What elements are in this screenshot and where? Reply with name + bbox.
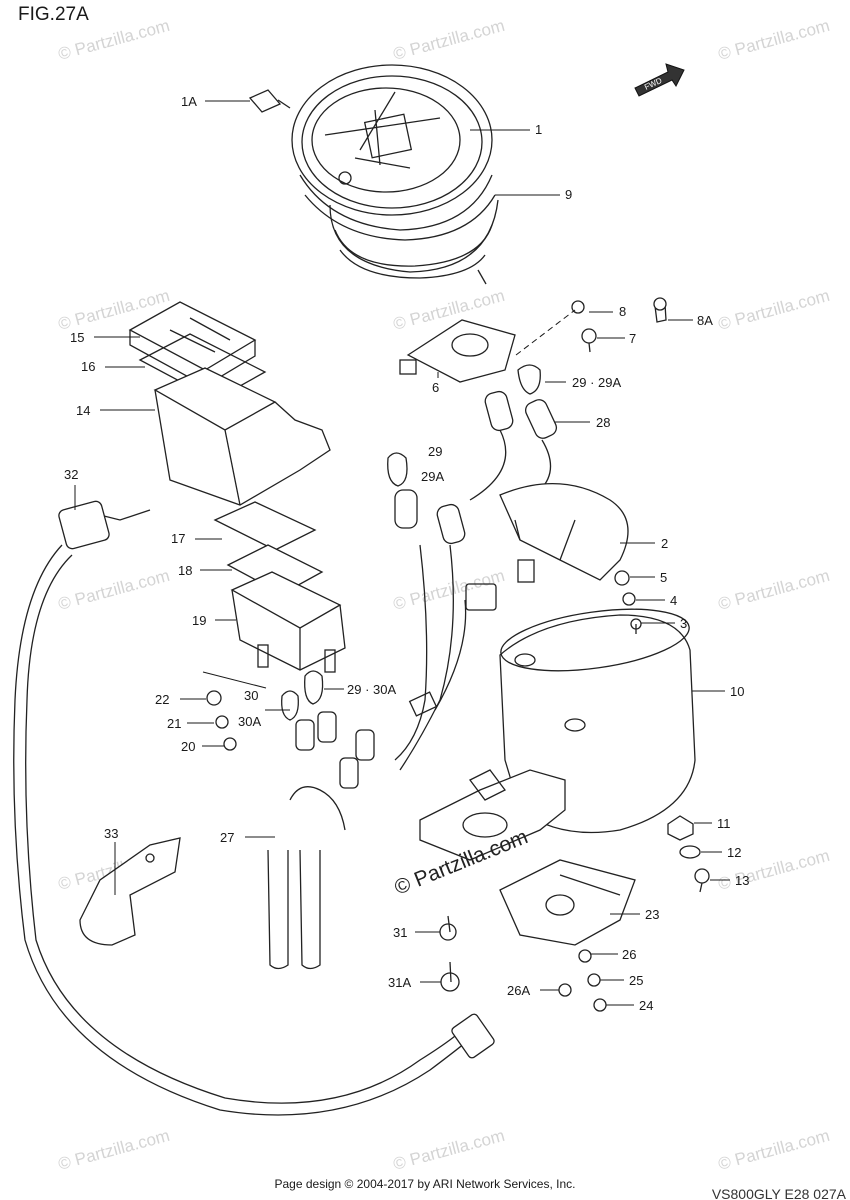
grommet-27[interactable] — [267, 711, 375, 970]
figure-title: FIG.27A — [18, 4, 89, 25]
watermark: © Partzilla.com — [716, 16, 832, 64]
watermark: © Partzilla.com — [56, 1126, 172, 1174]
socket-28[interactable] — [394, 390, 559, 545]
mount-bracket[interactable] — [419, 769, 566, 861]
callout-25[interactable]: 25 — [629, 973, 643, 988]
nut-4[interactable] — [622, 592, 636, 606]
callout-27[interactable]: 27 — [220, 830, 234, 845]
screw-20[interactable] — [223, 737, 237, 751]
callout-29-29a-top[interactable]: 29 · 29A — [572, 375, 621, 390]
nut-25[interactable] — [587, 973, 601, 987]
speedometer-bulb-1a[interactable] — [248, 89, 291, 113]
callout-13[interactable]: 13 — [735, 873, 749, 888]
bulb-29-mid[interactable] — [387, 452, 408, 487]
fwd-arrow-icon: FWD — [634, 63, 685, 97]
callout-1a[interactable]: 1A — [181, 94, 197, 109]
callout-14[interactable]: 14 — [76, 403, 90, 418]
page-footer: Page design © 2004-2017 by ARI Network S… — [274, 1177, 576, 1191]
callout-2[interactable]: 2 — [661, 536, 668, 551]
watermark: © Partzilla.com — [391, 286, 507, 334]
watermark: © Partzilla.com — [56, 16, 172, 64]
washer-26[interactable] — [578, 949, 592, 963]
screw-7[interactable] — [581, 328, 597, 353]
callout-16[interactable]: 16 — [81, 359, 95, 374]
bolt-8a[interactable] — [653, 297, 667, 323]
callout-30[interactable]: 30 — [244, 688, 258, 703]
callout-26[interactable]: 26 — [622, 947, 636, 962]
wire-harness[interactable] — [394, 544, 497, 771]
callout-5[interactable]: 5 — [660, 570, 667, 585]
washer-26a[interactable] — [558, 983, 572, 997]
meter-socket-6[interactable] — [399, 319, 516, 383]
callout-9[interactable]: 9 — [565, 187, 572, 202]
callout-30a[interactable]: 30A — [238, 714, 261, 729]
leader-lines — [74, 100, 730, 1006]
switch-case-14[interactable] — [153, 367, 331, 506]
callout-24[interactable]: 24 — [639, 998, 653, 1013]
callout-29a[interactable]: 29A — [421, 469, 444, 484]
nut-21[interactable] — [215, 715, 229, 729]
washer-12[interactable] — [679, 845, 701, 859]
callout-32[interactable]: 32 — [64, 467, 78, 482]
callout-17[interactable]: 17 — [171, 531, 185, 546]
callout-28[interactable]: 28 — [596, 415, 610, 430]
washer-22[interactable] — [206, 690, 222, 706]
callout-15[interactable]: 15 — [70, 330, 84, 345]
callout-29[interactable]: 29 — [428, 444, 442, 459]
watermark: © Partzilla.com — [716, 1126, 832, 1174]
bulb-29-low[interactable] — [281, 670, 324, 721]
callout-8a[interactable]: 8A — [697, 313, 713, 328]
callout-7[interactable]: 7 — [629, 331, 636, 346]
watermark: © Partzilla.com — [391, 1126, 507, 1174]
callout-26a[interactable]: 26A — [507, 983, 530, 998]
callout-20[interactable]: 20 — [181, 739, 195, 754]
callout-33[interactable]: 33 — [104, 826, 118, 841]
watermark: © Partzilla.com — [716, 286, 832, 334]
callout-10[interactable]: 10 — [730, 684, 744, 699]
watermark: © Partzilla.com — [391, 16, 507, 64]
callout-4[interactable]: 4 — [670, 593, 677, 608]
callout-labels: 1A 1 9 8 8A 7 15 16 14 6 29 · 29A 28 29 … — [64, 94, 749, 1013]
callout-19[interactable]: 19 — [192, 613, 206, 628]
bolt-31[interactable] — [439, 915, 457, 941]
switch-base-19[interactable] — [230, 571, 346, 673]
bolt-13[interactable] — [694, 868, 710, 893]
callout-3[interactable]: 3 — [680, 616, 687, 631]
speedo-cable-32[interactable] — [13, 500, 496, 1116]
callout-22[interactable]: 22 — [155, 692, 169, 707]
callout-11[interactable]: 11 — [717, 816, 731, 831]
watermark: © Partzilla.com — [716, 566, 832, 614]
callout-21[interactable]: 21 — [167, 716, 181, 731]
bulb-29-top[interactable] — [517, 364, 541, 395]
nut-11[interactable] — [667, 815, 694, 841]
callout-12[interactable]: 12 — [727, 845, 741, 860]
screw-3[interactable] — [630, 618, 642, 634]
bolt-31a[interactable] — [440, 961, 460, 992]
callout-31[interactable]: 31 — [393, 925, 407, 940]
indicator-housing-2[interactable] — [499, 482, 629, 583]
callout-18[interactable]: 18 — [178, 563, 192, 578]
watermark: © Partzilla.com — [56, 566, 172, 614]
lower-cover-23[interactable] — [499, 859, 636, 946]
speedometer[interactable] — [291, 64, 499, 285]
callout-29-30a[interactable]: 29 · 30A — [347, 682, 396, 697]
washer-5[interactable] — [614, 570, 630, 586]
screw-24[interactable] — [593, 998, 607, 1012]
callout-6[interactable]: 6 — [432, 380, 439, 395]
callout-23[interactable]: 23 — [645, 907, 659, 922]
gasket-17[interactable] — [213, 501, 317, 551]
watermark: © Partzilla.com — [391, 566, 507, 614]
bracket-33[interactable] — [79, 837, 181, 946]
callout-8[interactable]: 8 — [619, 304, 626, 319]
callout-1[interactable]: 1 — [535, 122, 542, 137]
callout-31a[interactable]: 31A — [388, 975, 411, 990]
model-code: VS800GLY E28 027A — [711, 1186, 846, 1200]
